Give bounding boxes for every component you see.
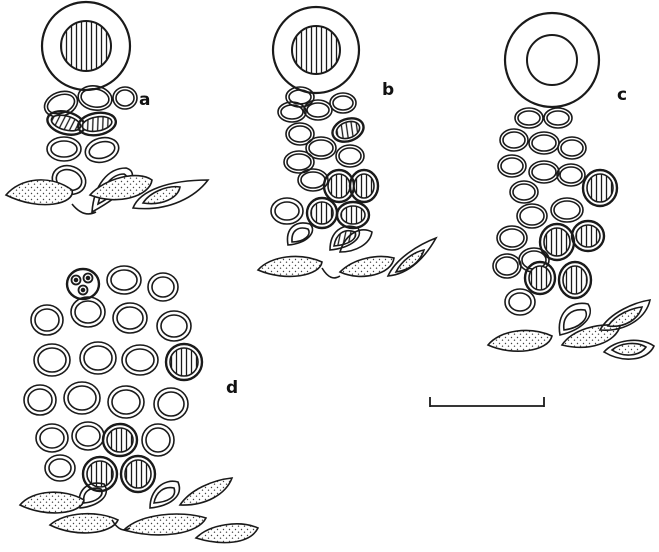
panel-a [6,2,208,214]
panel-b [258,7,436,278]
label-a: a [139,90,150,110]
panel-a-base-cells [6,176,208,214]
scale-bar [430,397,544,407]
panel-c-round-cell [505,13,599,107]
label-b: b [382,80,394,100]
panel-c [488,13,654,359]
panel-a-round-cell [42,2,130,90]
label-c: c [617,85,627,105]
panel-d-cells [24,266,202,508]
panel-b-round-cell [273,7,359,93]
panel-c-cells [493,108,617,335]
panel-d-small-cluster [67,269,99,299]
panel-d [20,266,258,543]
label-d: d [226,378,238,398]
panel-b-cells [271,87,378,252]
